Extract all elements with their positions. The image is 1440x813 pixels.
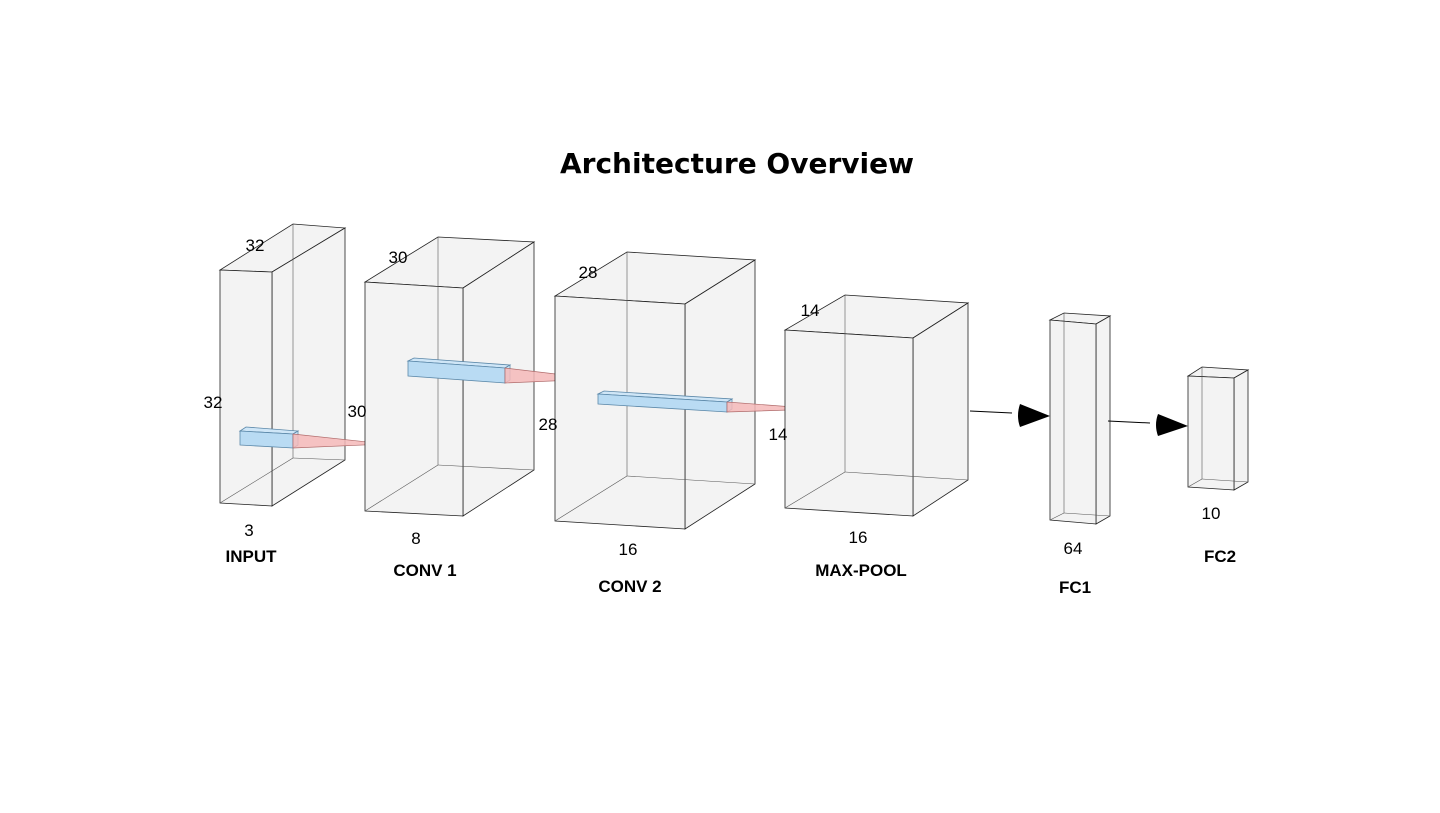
fc1-block bbox=[1048, 312, 1112, 525]
conv1-kernel bbox=[406, 357, 599, 384]
input-layer-label: INPUT bbox=[226, 547, 278, 566]
maxpool-layer-label: MAX-POOL bbox=[815, 561, 907, 580]
maxpool-depth-label: 16 bbox=[849, 528, 868, 547]
input-projection-cone bbox=[292, 433, 387, 449]
input-depth-label: 3 bbox=[244, 521, 253, 540]
conv2-height-label: 28 bbox=[539, 415, 558, 434]
fc1-depth-label: 64 bbox=[1064, 539, 1083, 558]
conv2-width-label: 28 bbox=[579, 263, 598, 282]
input-block bbox=[218, 223, 347, 507]
fc2-depth-label: 10 bbox=[1202, 504, 1221, 523]
fc1-to-fc2-arrow bbox=[1107, 414, 1188, 436]
maxpool-block bbox=[783, 294, 970, 517]
input-kernel bbox=[238, 426, 387, 449]
diagram-title: Architecture Overview bbox=[560, 147, 914, 180]
maxpool-width-label: 14 bbox=[801, 301, 820, 320]
fc1-layer-label: FC1 bbox=[1059, 578, 1091, 597]
conv1-depth-label: 8 bbox=[411, 529, 420, 548]
conv2-layer-label: CONV 2 bbox=[598, 577, 661, 596]
conv1-width-label: 30 bbox=[389, 248, 408, 267]
maxpool-height-label: 14 bbox=[769, 425, 788, 444]
input-height-label: 32 bbox=[204, 393, 223, 412]
fc2-block bbox=[1186, 366, 1250, 491]
conv1-height-label: 30 bbox=[348, 402, 367, 421]
conv2-depth-label: 16 bbox=[619, 540, 638, 559]
maxpool-to-fc1-arrow bbox=[969, 404, 1050, 427]
input-width-label: 32 bbox=[246, 236, 265, 255]
conv2-block bbox=[553, 251, 757, 530]
conv1-layer-label: CONV 1 bbox=[393, 561, 456, 580]
fc2-layer-label: FC2 bbox=[1204, 547, 1236, 566]
